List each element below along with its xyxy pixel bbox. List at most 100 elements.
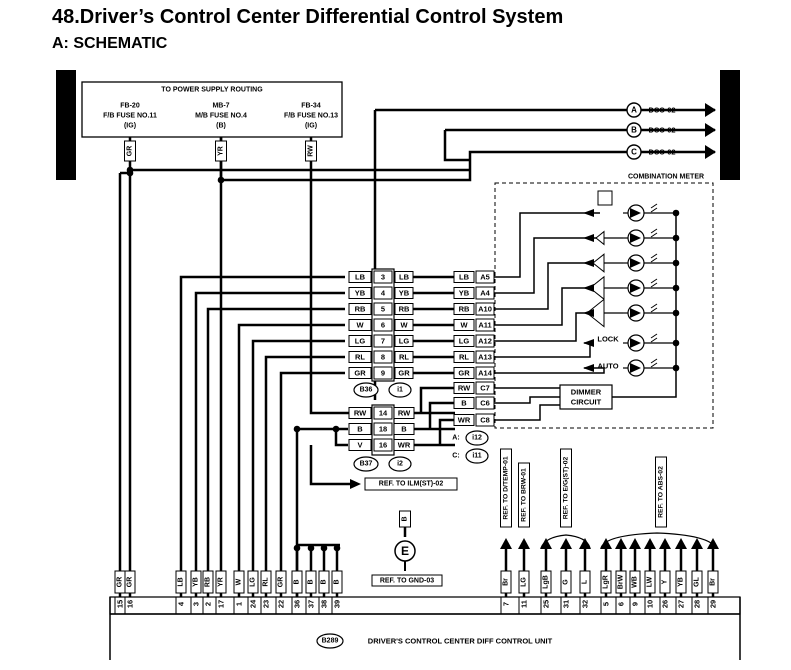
auto-label: AUTO: [597, 362, 618, 371]
wire-color-tag: [348, 439, 372, 451]
arrow-left: [583, 234, 594, 242]
wire-color-tag: [393, 407, 415, 419]
page-title: 48.Driver’s Control Center Differential …: [52, 6, 564, 28]
wire-color-label: RL: [459, 353, 469, 362]
wire-color-tag: [175, 570, 187, 594]
connector-i1-id: [388, 382, 412, 398]
junction-dot: [293, 544, 301, 552]
wire: [494, 342, 591, 358]
wire-color-tag: [291, 570, 303, 594]
arrow-left: [583, 209, 594, 217]
wire-color-label: LG: [459, 337, 470, 346]
wire-color-tag: [348, 335, 372, 347]
wire-color-label: LB: [459, 273, 470, 282]
dimmer-label: CIRCUIT: [571, 398, 602, 407]
fuse-desc: F/B FUSE NO.11: [103, 113, 157, 120]
junction-dot: [672, 234, 680, 242]
led-diode: [630, 258, 641, 268]
wire-color-tag: [124, 570, 136, 594]
wire-color-tag: [260, 570, 272, 594]
wire-color-tag: [659, 570, 671, 594]
wire: [494, 237, 600, 294]
wire-color-tag: [453, 271, 475, 283]
power-supply-title: TO POWER SUPPLY ROUTING: [161, 87, 263, 94]
wire: [494, 287, 594, 326]
wire: [194, 291, 345, 597]
meter-pin-cell: [475, 350, 495, 364]
ref-brw: REF. TO BRW-01: [521, 468, 528, 522]
wire-color-label: YB: [399, 289, 410, 298]
ref-eg: REF. TO E/G(ST)-02: [563, 457, 570, 520]
indicator-triangle: [595, 230, 605, 246]
power-supply-box: [81, 81, 343, 138]
junction-dot: [672, 259, 680, 267]
wire: [494, 212, 600, 278]
wire-color-tag: [348, 351, 372, 363]
wire-color-label: B: [357, 425, 363, 434]
wire-color-label: W: [460, 321, 468, 330]
unit-pin-number: 29: [709, 600, 718, 608]
wire-color-tag: [540, 570, 552, 594]
wire-color-label: RW: [398, 409, 411, 418]
unit-pin-number: 36: [293, 600, 302, 608]
wire-color-label: RW: [458, 384, 471, 393]
wire-color-tag: [394, 335, 414, 347]
meter-pin-id: A4: [480, 289, 490, 298]
arrow-up: [615, 538, 627, 549]
wire-color-label: LB: [399, 273, 410, 282]
pin-cell: [373, 286, 393, 300]
wire-color-label: BrW: [618, 574, 625, 589]
unit-pin-number: 28: [693, 600, 702, 608]
unit-pin-number: 16: [126, 600, 135, 608]
pin-cell: [373, 406, 393, 420]
wire-color-label: RB: [399, 305, 410, 314]
wire-color-label: YR: [218, 577, 225, 587]
indicator-triangle: [592, 253, 605, 273]
wire-color-label: GR: [354, 369, 366, 378]
wire-color-tag: [202, 570, 214, 594]
junction-dot: [672, 339, 680, 347]
pin-number: 18: [379, 425, 387, 434]
wire-color-tag: [453, 303, 475, 315]
dimmer-circuit-box: [559, 384, 613, 410]
wire-color-label: GR: [127, 146, 134, 157]
unit-pin-number: 17: [217, 600, 226, 608]
meter-pin-cell: [475, 334, 495, 348]
wire-color-tag: [560, 570, 572, 594]
meter-pin-id: C7: [480, 384, 490, 393]
fuse-desc: M/B FUSE NO.4: [195, 113, 247, 120]
meter-pin-id: A12: [478, 337, 492, 346]
pin-number: 8: [381, 353, 385, 362]
page-ref-left: DCC-01: [59, 100, 74, 147]
wire-color-tag: [453, 287, 475, 299]
led-diode: [630, 338, 641, 348]
wire-color-tag: [393, 423, 415, 435]
wire-color-tag: [394, 319, 414, 331]
arrow-right: [350, 479, 361, 489]
unit-pin-number: 2: [204, 602, 213, 606]
offpage-letter: A: [631, 106, 637, 115]
wire: [494, 312, 594, 342]
combination-meter-outline: [494, 182, 714, 429]
meter-pin-cell: [475, 318, 495, 332]
wire-color-label: WR: [458, 416, 471, 425]
pin-number: 5: [381, 305, 385, 314]
pin-cell: [373, 318, 393, 332]
ref-abs-box: [655, 456, 667, 528]
wire-color-label: RL: [399, 353, 409, 362]
junction-dot: [126, 169, 134, 177]
offpage-arrow-b: [705, 123, 716, 137]
pin-number: 4: [381, 289, 386, 298]
unit-pin-number: 25: [542, 600, 551, 608]
arrow-up: [500, 538, 512, 549]
arrow-up: [560, 538, 572, 549]
wire-color-label: RW: [354, 409, 367, 418]
offpage-circle: [626, 122, 642, 138]
wire-color-tag: [348, 303, 372, 315]
meter-pin-id: A13: [478, 353, 492, 362]
arrow-left: [583, 309, 594, 317]
wire-color-label: W: [400, 321, 408, 330]
wire: [650, 257, 658, 263]
group-brace-eg: [540, 534, 591, 549]
